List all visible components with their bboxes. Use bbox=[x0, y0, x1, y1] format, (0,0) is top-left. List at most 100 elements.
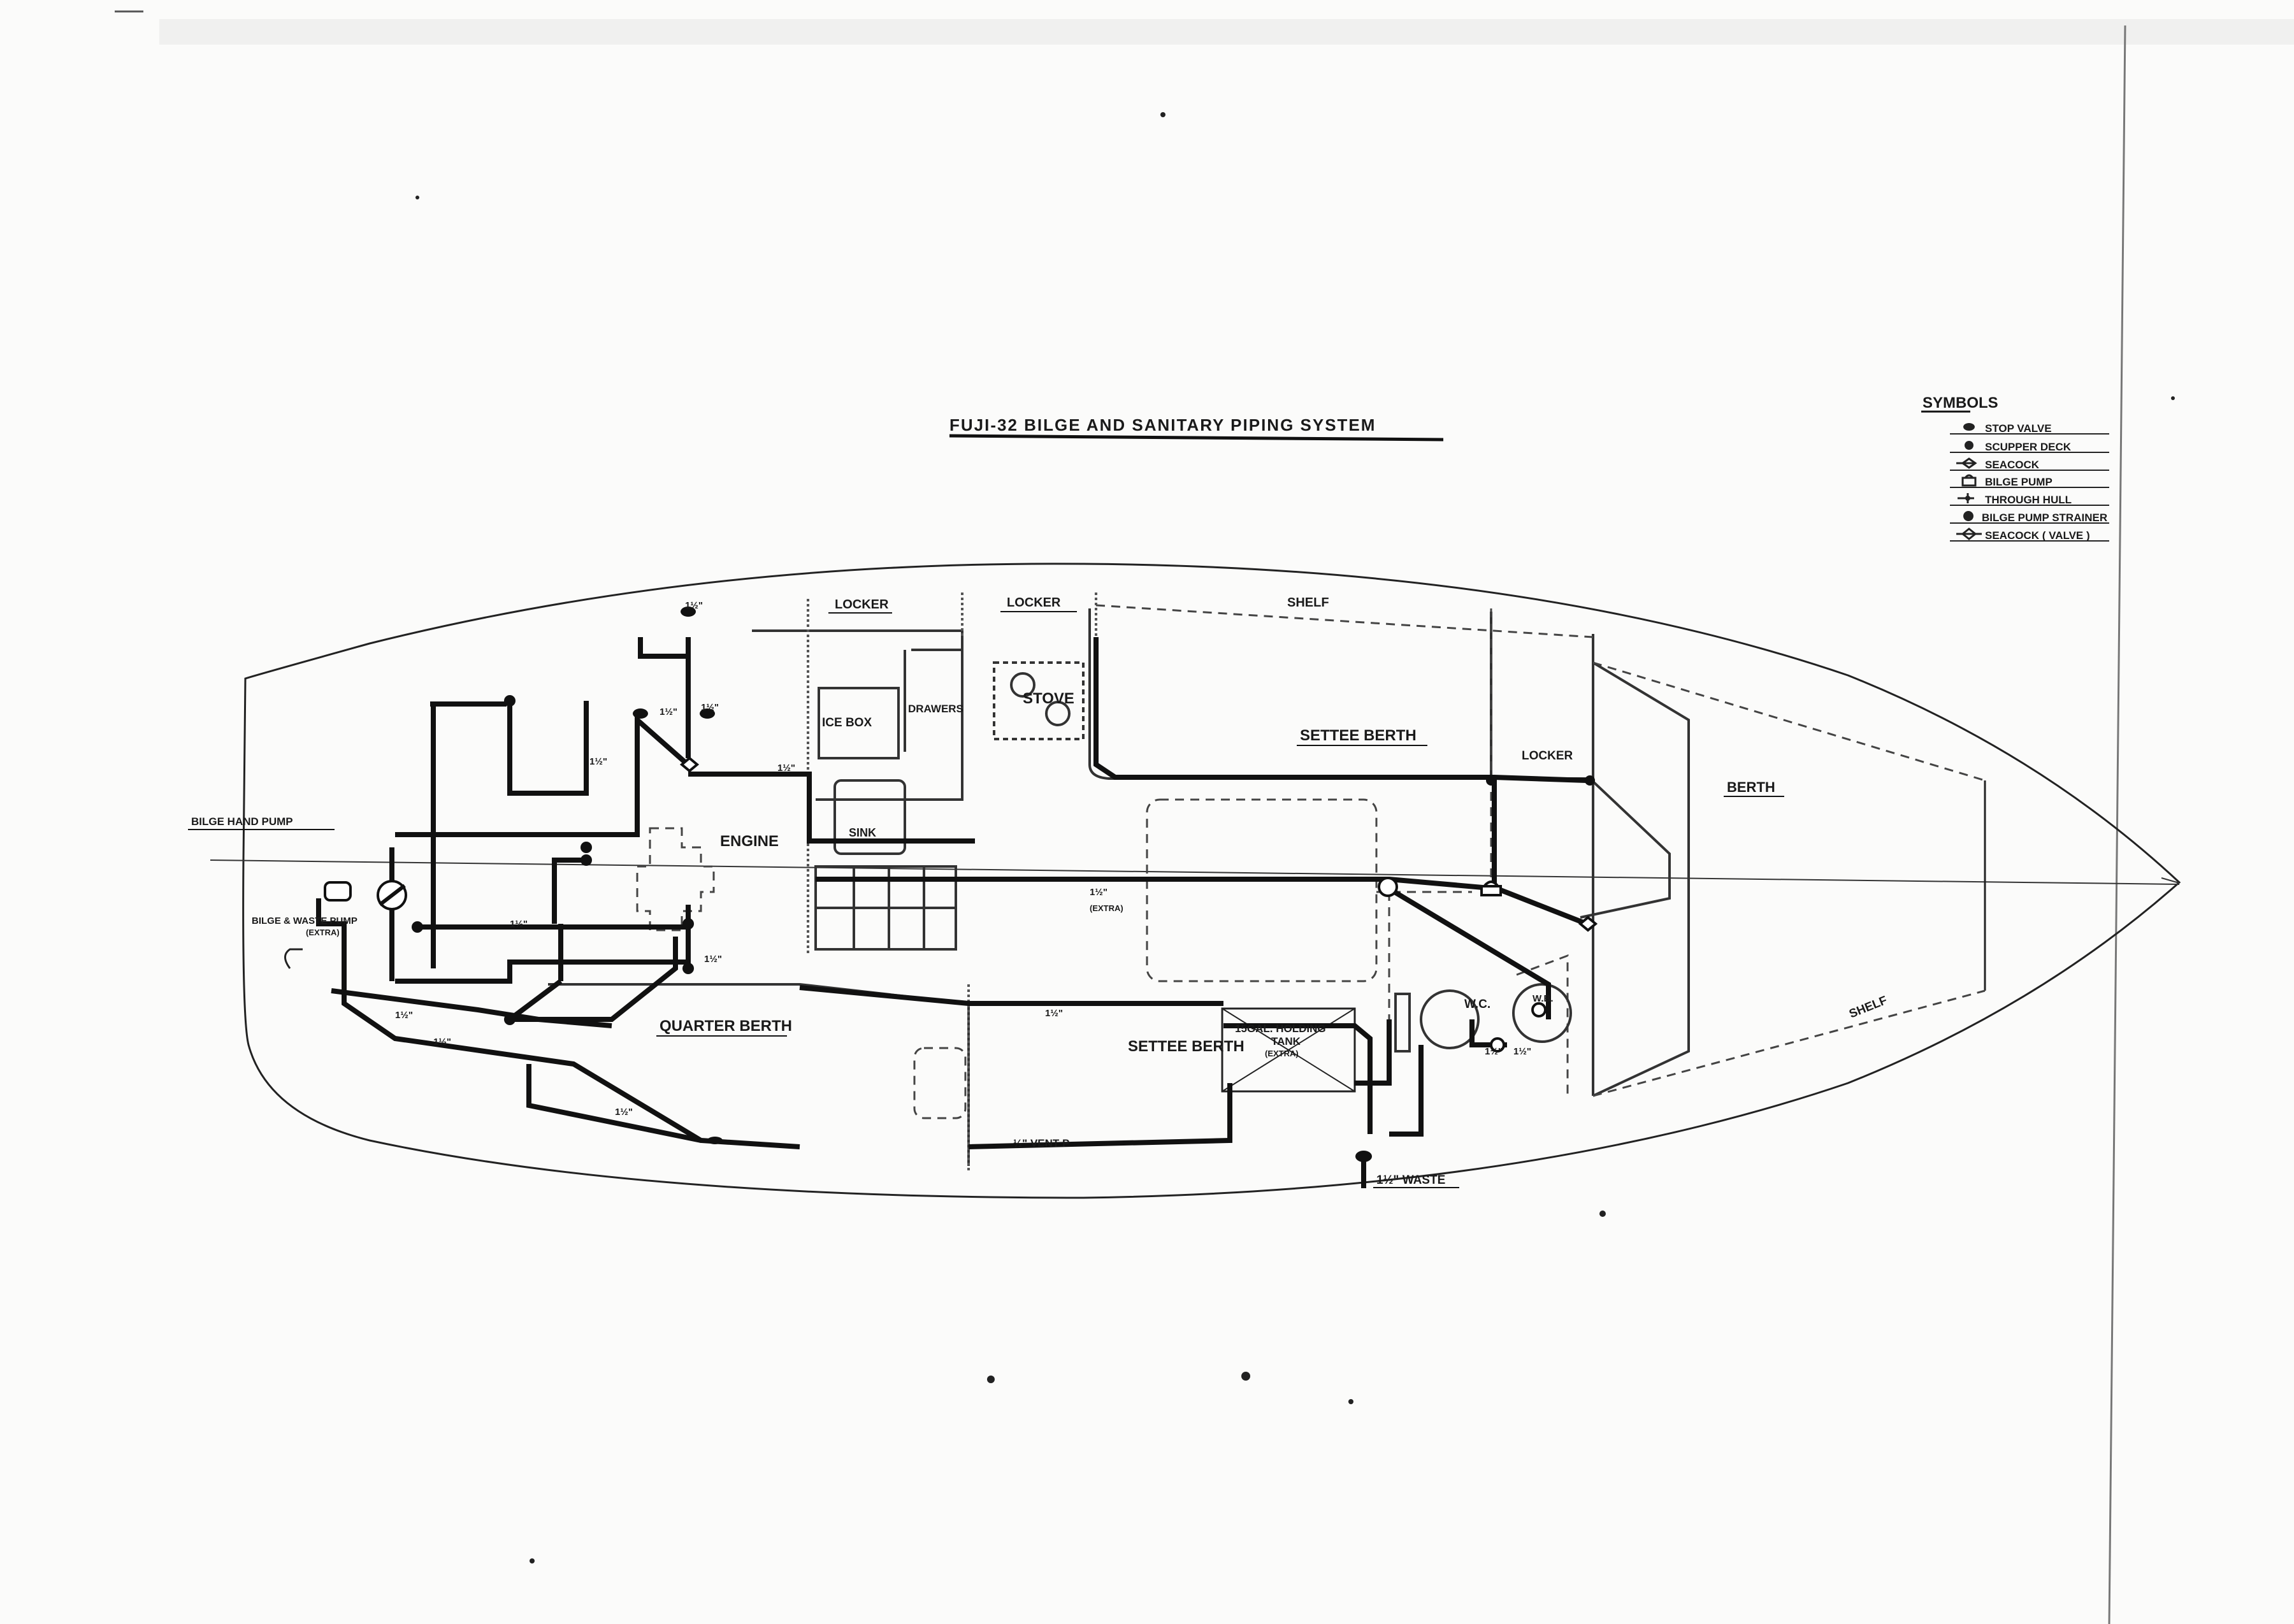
label-ice-box: ICE BOX bbox=[822, 716, 872, 729]
bilge-pump-strainer-icon bbox=[1963, 511, 1973, 521]
label-locker-fwd: LOCKER bbox=[1522, 749, 1573, 763]
label-engine: ENGINE bbox=[720, 833, 779, 850]
speck bbox=[2171, 396, 2175, 400]
bilge-pump-icon bbox=[1961, 474, 1977, 487]
bilge-pump-strainer-icon bbox=[504, 1014, 516, 1025]
bilge-pump-strainer-icon bbox=[581, 854, 592, 866]
seacock-valve-icon bbox=[1378, 877, 1398, 897]
label-shelf-top: SHELF bbox=[1287, 596, 1329, 610]
legend-row-seacock: SEACOCK bbox=[1950, 457, 2109, 471]
pipe-run bbox=[799, 985, 1223, 1006]
pipe-size-label: 1½" bbox=[1485, 1046, 1503, 1057]
pipe-size-label: 1½" bbox=[704, 954, 722, 965]
bilge-hand-pump bbox=[324, 881, 352, 902]
drawers-cabinet bbox=[904, 649, 962, 752]
wc-bowl bbox=[1420, 989, 1480, 1049]
legend-heading: SYMBOLS bbox=[1922, 394, 1998, 412]
pipe-run bbox=[508, 924, 563, 1022]
legend-label-scupper-deck: SCUPPER DECK bbox=[1985, 441, 2072, 453]
ice-box bbox=[818, 687, 900, 759]
stop-valve-icon bbox=[681, 607, 696, 617]
label-vent: ½" VENT P bbox=[1013, 1137, 1069, 1149]
shelf-top-line bbox=[1095, 604, 1594, 638]
pipe-run bbox=[510, 937, 678, 1022]
pipe-run bbox=[526, 1064, 702, 1143]
hull-outline bbox=[210, 563, 2181, 1199]
pipe-run bbox=[395, 714, 693, 837]
pipe-run bbox=[1389, 1019, 1507, 1137]
engine-block bbox=[636, 827, 715, 931]
pipe-size-label: 1½" bbox=[777, 763, 795, 773]
fittings bbox=[284, 607, 1598, 1162]
pipe-run bbox=[316, 898, 800, 1149]
pipe-size-label: 1½" bbox=[701, 702, 719, 713]
pipe-run bbox=[638, 637, 691, 758]
pipe-run bbox=[1093, 637, 1587, 783]
interior-layout bbox=[548, 593, 1986, 1172]
legend-row-bilge-pump-strainer: BILGE PUMP STRAINER bbox=[1950, 511, 2109, 524]
sheet-border-right bbox=[2108, 25, 2126, 1624]
speck bbox=[530, 1558, 535, 1563]
forward-berth bbox=[1592, 634, 1690, 1097]
legend-label-bilge-pump: BILGE PUMP bbox=[1985, 476, 2052, 488]
speck bbox=[1348, 1399, 1353, 1404]
pipe-run bbox=[552, 858, 586, 924]
label-holding-tank-1: 15GAL. HOLDING bbox=[1235, 1023, 1326, 1035]
speck bbox=[987, 1376, 995, 1383]
label-wc: W.C. bbox=[1464, 998, 1490, 1011]
label-stove: STOVE bbox=[1023, 690, 1074, 707]
settee-berth-top bbox=[1088, 608, 1492, 780]
legend-label-seacock-valve: SEACOCK ( VALVE ) bbox=[1985, 529, 2090, 542]
legend-label-bilge-pump-strainer: BILGE PUMP STRAINER bbox=[1982, 512, 2107, 524]
legend-row-stop-valve: STOP VALVE bbox=[1950, 422, 2109, 435]
labels: LOCKER LOCKER SHELF ICE BOX DRAWERS STOV… bbox=[188, 596, 1889, 1188]
seacock-valve-icon bbox=[1956, 528, 1982, 540]
speck bbox=[1160, 112, 1165, 117]
settee-cushion bbox=[913, 1047, 967, 1119]
wc-tank bbox=[1394, 993, 1411, 1053]
scan-top-band bbox=[159, 19, 2294, 45]
through-hull-icon bbox=[707, 1137, 723, 1144]
saloon-table bbox=[1146, 798, 1378, 982]
holding-tank bbox=[1221, 1007, 1356, 1093]
legend-row-bilge-pump: BILGE PUMP bbox=[1950, 474, 2109, 488]
pipe-size-label: 1½" bbox=[589, 756, 607, 767]
label-bilge-waste-pump-note: (EXTRA) bbox=[306, 928, 340, 937]
piping-network bbox=[316, 637, 1588, 1188]
pipe-size-label: 1½" bbox=[1045, 1008, 1063, 1019]
label-holding-tank-note: (EXTRA) bbox=[1265, 1049, 1299, 1058]
speck bbox=[415, 196, 419, 199]
speck bbox=[1599, 1211, 1606, 1217]
stop-valve-icon bbox=[700, 708, 715, 719]
stop-valve-icon bbox=[1963, 423, 1975, 431]
pipe-size-label: 1½" bbox=[510, 919, 528, 930]
label-extra-pipe: (EXTRA) bbox=[1090, 903, 1123, 913]
speck bbox=[1241, 1372, 1250, 1381]
bilge-pump-strainer-icon bbox=[682, 963, 694, 974]
stove-burner bbox=[1045, 701, 1071, 726]
hull-centerline bbox=[210, 859, 2180, 885]
bilge-waste-pump-handle bbox=[379, 884, 406, 907]
legend-label-stop-valve: STOP VALVE bbox=[1985, 422, 2052, 435]
holding-tank-diag bbox=[1222, 1008, 1355, 1092]
label-quarter-berth: QUARTER BERTH bbox=[660, 1017, 792, 1035]
pipe-run bbox=[395, 905, 691, 984]
label-shelf-bottom: SHELF bbox=[1847, 994, 1889, 1021]
label-bilge-waste-pump: BILGE & WASTE PUMP bbox=[252, 916, 357, 926]
seacock-icon bbox=[1490, 1037, 1505, 1053]
legend-row-scupper-deck: SCUPPER DECK bbox=[1950, 441, 2109, 453]
seacock-icon bbox=[1578, 916, 1598, 932]
deck-fitting bbox=[284, 948, 303, 969]
title-underline bbox=[949, 434, 1444, 442]
centerline-tick bbox=[2161, 877, 2180, 884]
stove bbox=[993, 661, 1085, 740]
legend-label-through-hull: THROUGH HULL bbox=[1985, 494, 2072, 506]
legend-label-seacock: SEACOCK bbox=[1985, 459, 2040, 471]
pipe-run bbox=[968, 1083, 1232, 1149]
label-locker-mid: LOCKER bbox=[1007, 596, 1061, 610]
pipe-size-label: 1½" bbox=[433, 1037, 451, 1047]
through-hull-icon-dot bbox=[1965, 496, 1970, 501]
label-bilge-hand-pump: BILGE HAND PUMP bbox=[191, 816, 293, 828]
pipe-run bbox=[816, 877, 1588, 926]
pipe-size-label: 1½" bbox=[685, 600, 703, 611]
